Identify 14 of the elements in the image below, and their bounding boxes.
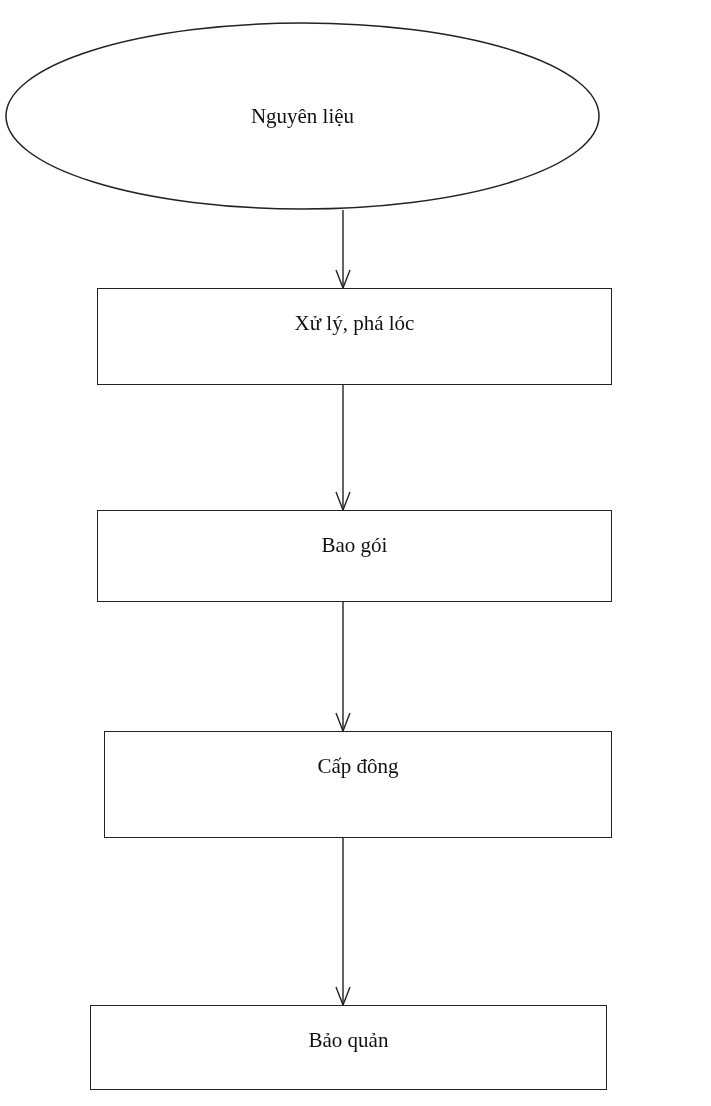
arrow <box>335 601 351 732</box>
process-box <box>97 288 612 385</box>
arrow <box>335 384 351 511</box>
step-label: Nguyên liệu <box>250 103 355 129</box>
start-ellipse <box>5 22 600 210</box>
step-label: Xử lý, phá lóc <box>294 311 415 336</box>
step-label: Bao gói <box>321 533 388 558</box>
step-label: Bảo quản <box>308 1028 389 1053</box>
process-box <box>90 1005 607 1090</box>
arrow <box>335 837 351 1006</box>
process-box <box>97 510 612 602</box>
step-label: Cấp đông <box>317 754 399 779</box>
process-box <box>104 731 612 838</box>
arrow <box>335 209 351 289</box>
